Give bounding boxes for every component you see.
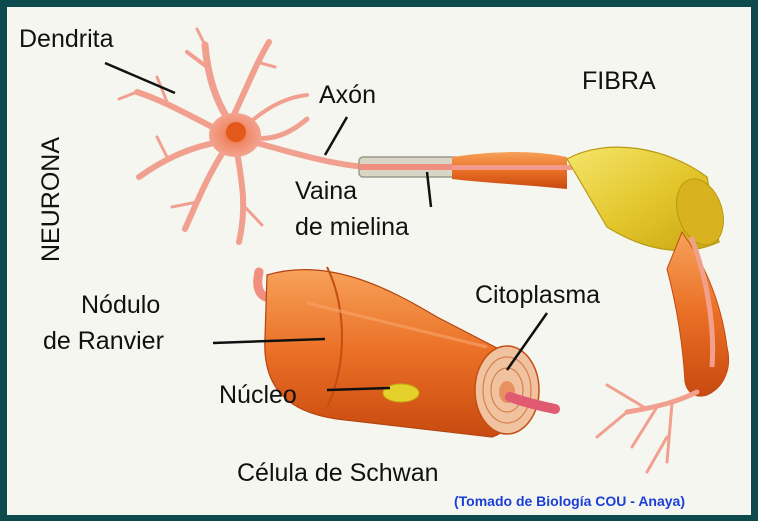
label-nucleo: Núcleo (219, 381, 297, 409)
label-citoplasma: Citoplasma (475, 281, 600, 309)
label-fibra: FIBRA (582, 67, 656, 95)
label-axon: Axón (319, 81, 376, 109)
axon-terminals (597, 385, 697, 472)
label-vaina-2: de mielina (295, 213, 409, 241)
label-vaina-1: Vaina (295, 177, 357, 205)
diagram-panel: Dendrita Axón FIBRA NEURONA Vaina de mie… (7, 7, 751, 515)
label-neurona: NEURONA (37, 137, 65, 262)
label-nodulo-2: de Ranvier (43, 327, 164, 355)
fibre-segment (452, 152, 567, 189)
label-nodulo-1: Nódulo (81, 291, 160, 319)
source-credit: (Tomado de Biología COU - Anaya) (454, 493, 685, 509)
schwann-nucleus (383, 384, 419, 402)
neuron-nucleus (226, 122, 246, 142)
label-schwan: Célula de Schwan (237, 459, 439, 487)
label-dendrita: Dendrita (19, 25, 114, 53)
fibre-axon (452, 165, 572, 170)
neuron-diagram: Dendrita Axón FIBRA NEURONA Vaina de mie… (7, 7, 751, 515)
axon (257, 143, 367, 167)
